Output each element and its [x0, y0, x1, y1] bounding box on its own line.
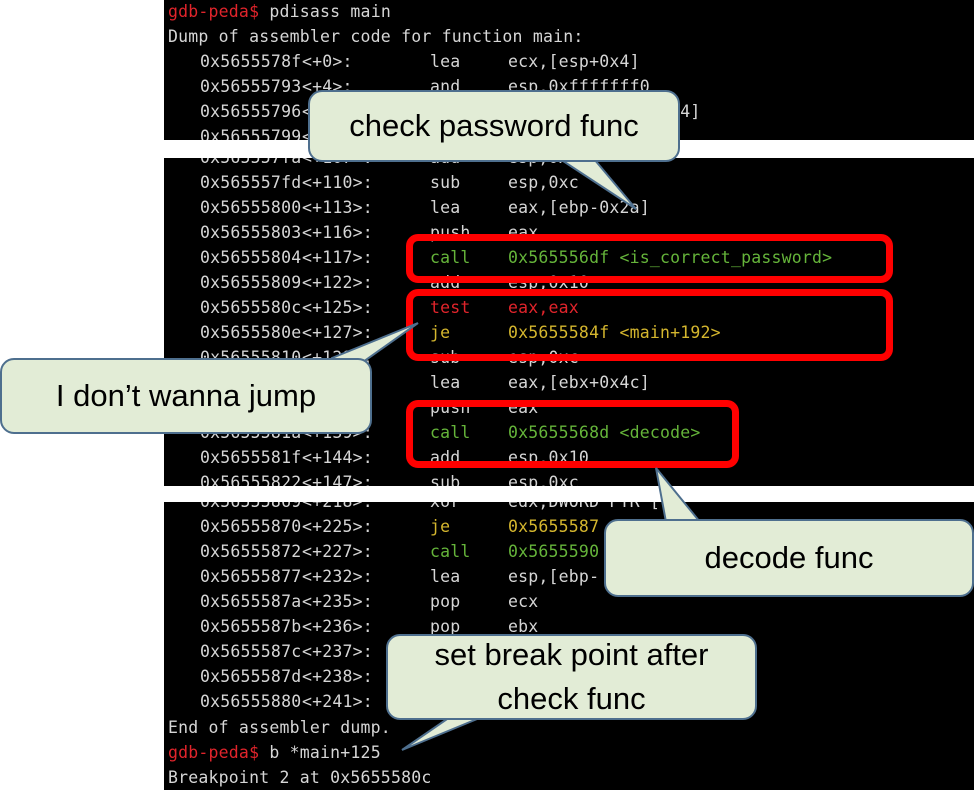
- asm-operand: ecx: [508, 592, 539, 611]
- asm-operand: esp,0x10: [508, 158, 589, 170]
- asm-operand: eax,[ebx+0x4c]: [508, 373, 650, 392]
- asm-operand: 0x5655587: [508, 517, 600, 536]
- callout-decode-text: decode func: [704, 540, 874, 575]
- asm-address: 0x5655587a: [200, 592, 302, 611]
- asm-address: 0x565557fa: [200, 158, 301, 170]
- command-text: pdisass main: [259, 2, 391, 21]
- asm-offset: <+237>:: [302, 642, 373, 661]
- asm-mnemonic: sub: [430, 473, 461, 486]
- asm-offset: <+122>:: [302, 273, 373, 292]
- callout-breakpoint-line2: check func: [497, 681, 646, 716]
- asm-offset: <+218>:: [302, 502, 373, 514]
- asm-address: 0x5655587d: [200, 667, 302, 686]
- asm-operand: 0x5655568d <decode>: [508, 423, 701, 442]
- breakpoint-result: Breakpoint 2 at 0x5655580c: [168, 768, 432, 787]
- asm-address: 0x565557fd: [200, 173, 302, 192]
- callout-decode: decode func: [604, 519, 974, 597]
- asm-operand: 0x565556df <is_correct_password>: [508, 248, 833, 267]
- asm-offset: <+144>:: [302, 448, 373, 467]
- asm-operand: eax,[ebp-0x2a]: [508, 198, 650, 217]
- asm-mnemonic: sub: [430, 173, 461, 192]
- asm-operand: eax,eax: [508, 298, 579, 317]
- asm-address: 0x5655580e: [200, 323, 302, 342]
- test-je-highlight: [406, 289, 893, 361]
- asm-address: 0x56555796: [200, 102, 302, 121]
- asm-operand: ecx,[esp+0x4]: [508, 52, 640, 71]
- asm-operand: edx,DWORD PTR [: [508, 502, 660, 514]
- command-text: b *main+125: [259, 743, 381, 762]
- asm-mnemonic: test: [430, 298, 471, 317]
- asm-offset: <+125>:: [302, 298, 373, 317]
- asm-address: 0x56555869: [200, 502, 301, 514]
- asm-address: 0x5655587b: [200, 617, 302, 636]
- callout-dont-jump: I don’t wanna jump: [0, 358, 372, 434]
- asm-mnemonic: pop: [430, 617, 461, 636]
- asm-mnemonic: pop: [430, 592, 461, 611]
- asm-mnemonic: lea: [430, 52, 461, 71]
- asm-offset: <+236>:: [302, 617, 373, 636]
- asm-mnemonic: xor: [430, 502, 460, 514]
- asm-offset: <+107>:: [302, 158, 373, 170]
- callout-breakpoint: set break point after check func: [386, 634, 757, 720]
- asm-offset: <+235>:: [302, 592, 373, 611]
- asm-address: 0x56555880: [200, 692, 302, 711]
- asm-operand: esp,0xc: [508, 473, 579, 486]
- asm-offset: <+116>:: [302, 223, 373, 242]
- asm-mnemonic: add: [430, 158, 460, 170]
- asm-mnemonic: call: [430, 542, 471, 561]
- asm-offset: <+0>:: [302, 52, 353, 71]
- dump-footer: End of assembler dump.: [168, 718, 391, 737]
- asm-offset: <+147>:: [302, 473, 373, 486]
- asm-address: 0x56555800: [200, 198, 302, 217]
- asm-mnemonic: je: [430, 323, 451, 342]
- asm-offset: <+232>:: [302, 567, 373, 586]
- asm-mnemonic: lea: [430, 373, 461, 392]
- asm-operand: ebx: [508, 617, 539, 636]
- asm-address: 0x56555877: [200, 567, 302, 586]
- asm-offset: <+225>:: [302, 517, 373, 536]
- callout-breakpoint-line1: set break point after: [434, 637, 709, 672]
- asm-address: 0x56555793: [200, 77, 302, 96]
- asm-address: 0x5655581f: [200, 448, 302, 467]
- asm-address: 0x5655587c: [200, 642, 302, 661]
- gdb-prompt: gdb-peda$: [168, 2, 260, 21]
- asm-mnemonic: lea: [430, 567, 461, 586]
- asm-address: 0x56555822: [200, 473, 302, 486]
- asm-address: 0x5655580c: [200, 298, 302, 317]
- asm-mnemonic: call: [430, 423, 471, 442]
- asm-operand: esp,[ebp-: [508, 567, 600, 586]
- callout-check-password-text: check password func: [349, 108, 639, 143]
- callout-dont-jump-text: I don’t wanna jump: [55, 378, 317, 413]
- gdb-prompt: gdb-peda$: [168, 743, 260, 762]
- asm-mnemonic: lea: [430, 198, 461, 217]
- asm-address: 0x56555872: [200, 542, 302, 561]
- asm-offset: <+238>:: [302, 667, 373, 686]
- call-decode-highlight: [406, 400, 739, 468]
- callout-check-password: check password func: [308, 90, 680, 162]
- asm-address: 0x5655578f: [200, 52, 302, 71]
- asm-address: 0x56555809: [200, 273, 302, 292]
- asm-address: 0x56555870: [200, 517, 302, 536]
- prompt-line: gdb-peda$ pdisass main: [168, 0, 391, 24]
- asm-address: 0x56555799: [200, 127, 302, 140]
- asm-offset: <+117>:: [302, 248, 373, 267]
- asm-operand: 0x5655584f <main+192>: [508, 323, 721, 342]
- asm-offset: <+110>:: [302, 173, 373, 192]
- asm-address: 0x56555803: [200, 223, 302, 242]
- dump-header: Dump of assembler code for function main…: [168, 27, 584, 46]
- asm-operand: 0x5655590: [508, 542, 600, 561]
- asm-offset: <+241>:: [302, 692, 373, 711]
- asm-address: 0x56555804: [200, 248, 302, 267]
- call-password-highlight: [406, 234, 893, 283]
- asm-mnemonic: call: [430, 248, 471, 267]
- asm-mnemonic: je: [430, 517, 451, 536]
- asm-operand: esp,0xc: [508, 173, 579, 192]
- asm-offset: <+113>:: [302, 198, 373, 217]
- asm-offset: <+227>:: [302, 542, 373, 561]
- asm-offset: <+127>:: [302, 323, 373, 342]
- prompt-line: gdb-peda$ b *main+125: [168, 740, 381, 765]
